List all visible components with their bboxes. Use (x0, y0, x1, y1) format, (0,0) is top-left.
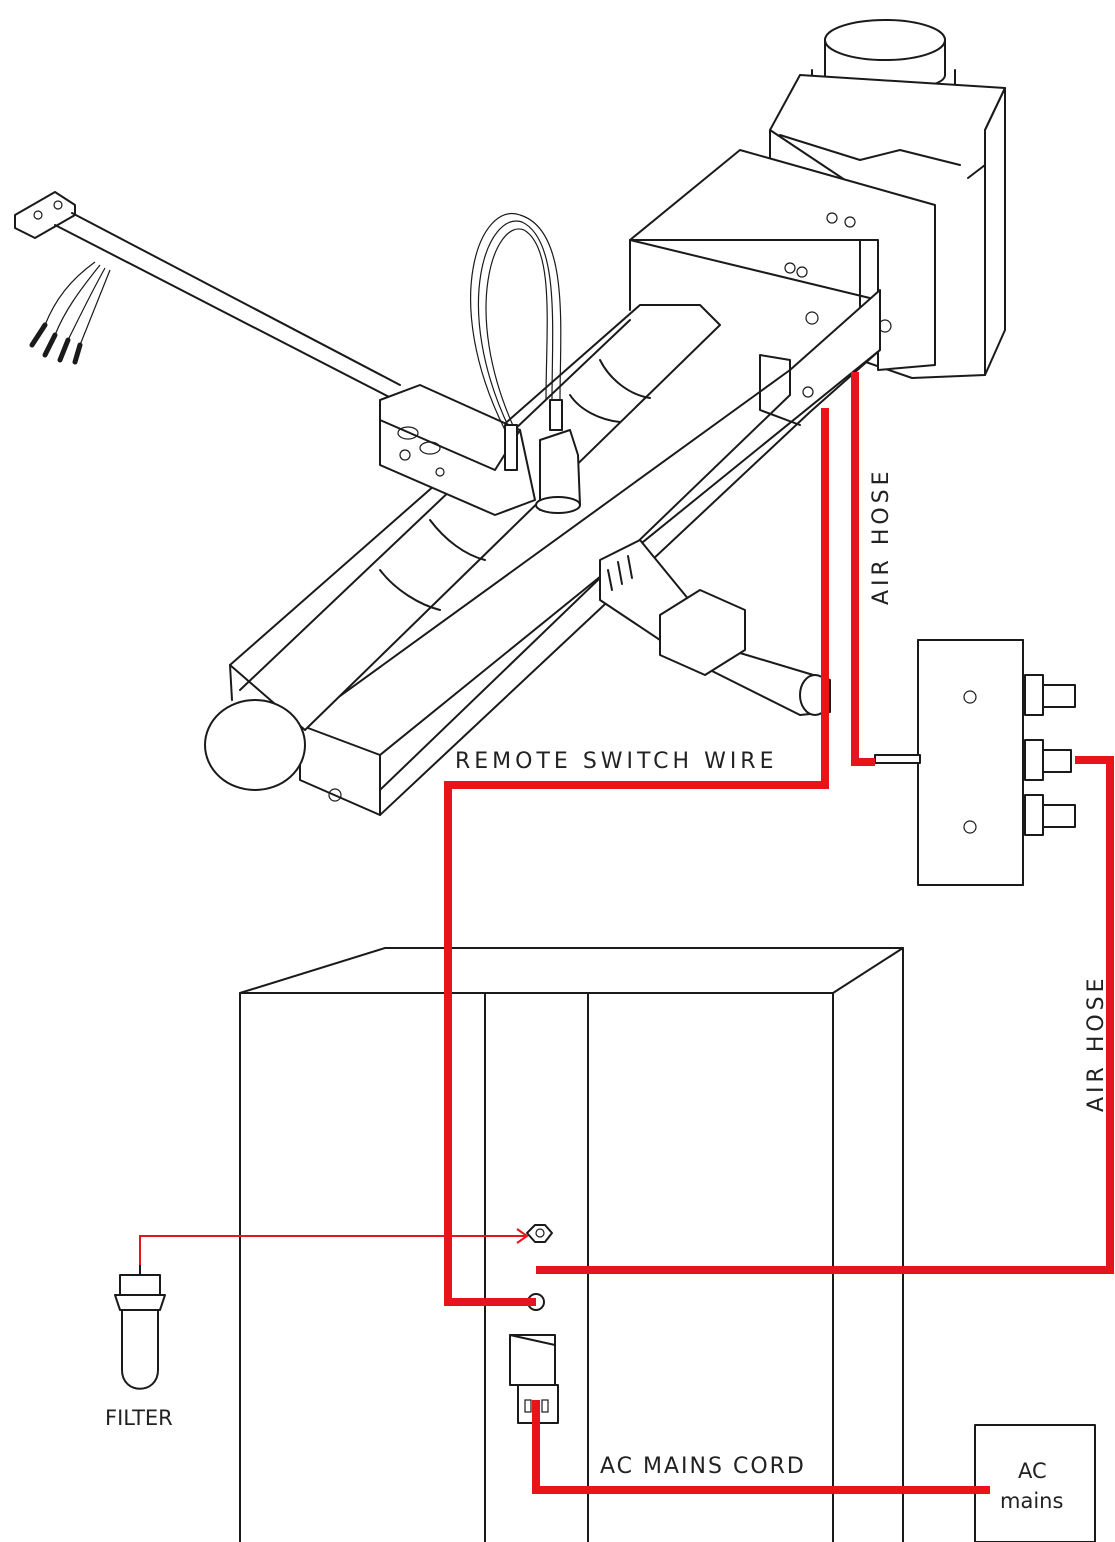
threaded-nozzle (599, 539, 831, 716)
valve-block (874, 639, 1076, 886)
filter-hose (139, 1235, 525, 1265)
cabinet-fittings (509, 1224, 559, 1424)
air-hose-right-label: AIR HOSE (1084, 974, 1109, 1112)
sensor-probe (470, 212, 581, 514)
ac-mains-cord-label: AC MAINS CORD (600, 1454, 806, 1479)
ac-mains-label-line1: AC (1018, 1459, 1047, 1483)
ac-mains-label-line2: mains (1000, 1489, 1063, 1513)
filter-unit (114, 1264, 166, 1390)
ac-mains-box (974, 1424, 1096, 1542)
air-inlet-fitting (526, 1224, 553, 1243)
motor-body (629, 149, 936, 371)
filter-label: FILTER (105, 1406, 173, 1430)
air-hose-top-label: AIR HOSE (869, 467, 894, 605)
slide-rail (299, 289, 881, 816)
air-cylinder (204, 304, 721, 791)
sensor-arm (14, 191, 401, 401)
remote-switch-wire (444, 408, 829, 1306)
remote-switch-wire-label: REMOTE SWITCH WIRE (455, 749, 778, 774)
air-hose-lower (536, 756, 1114, 1274)
control-cabinet (239, 947, 904, 1542)
ac-mains-cord (532, 1400, 990, 1494)
air-hose-upper (851, 372, 875, 766)
